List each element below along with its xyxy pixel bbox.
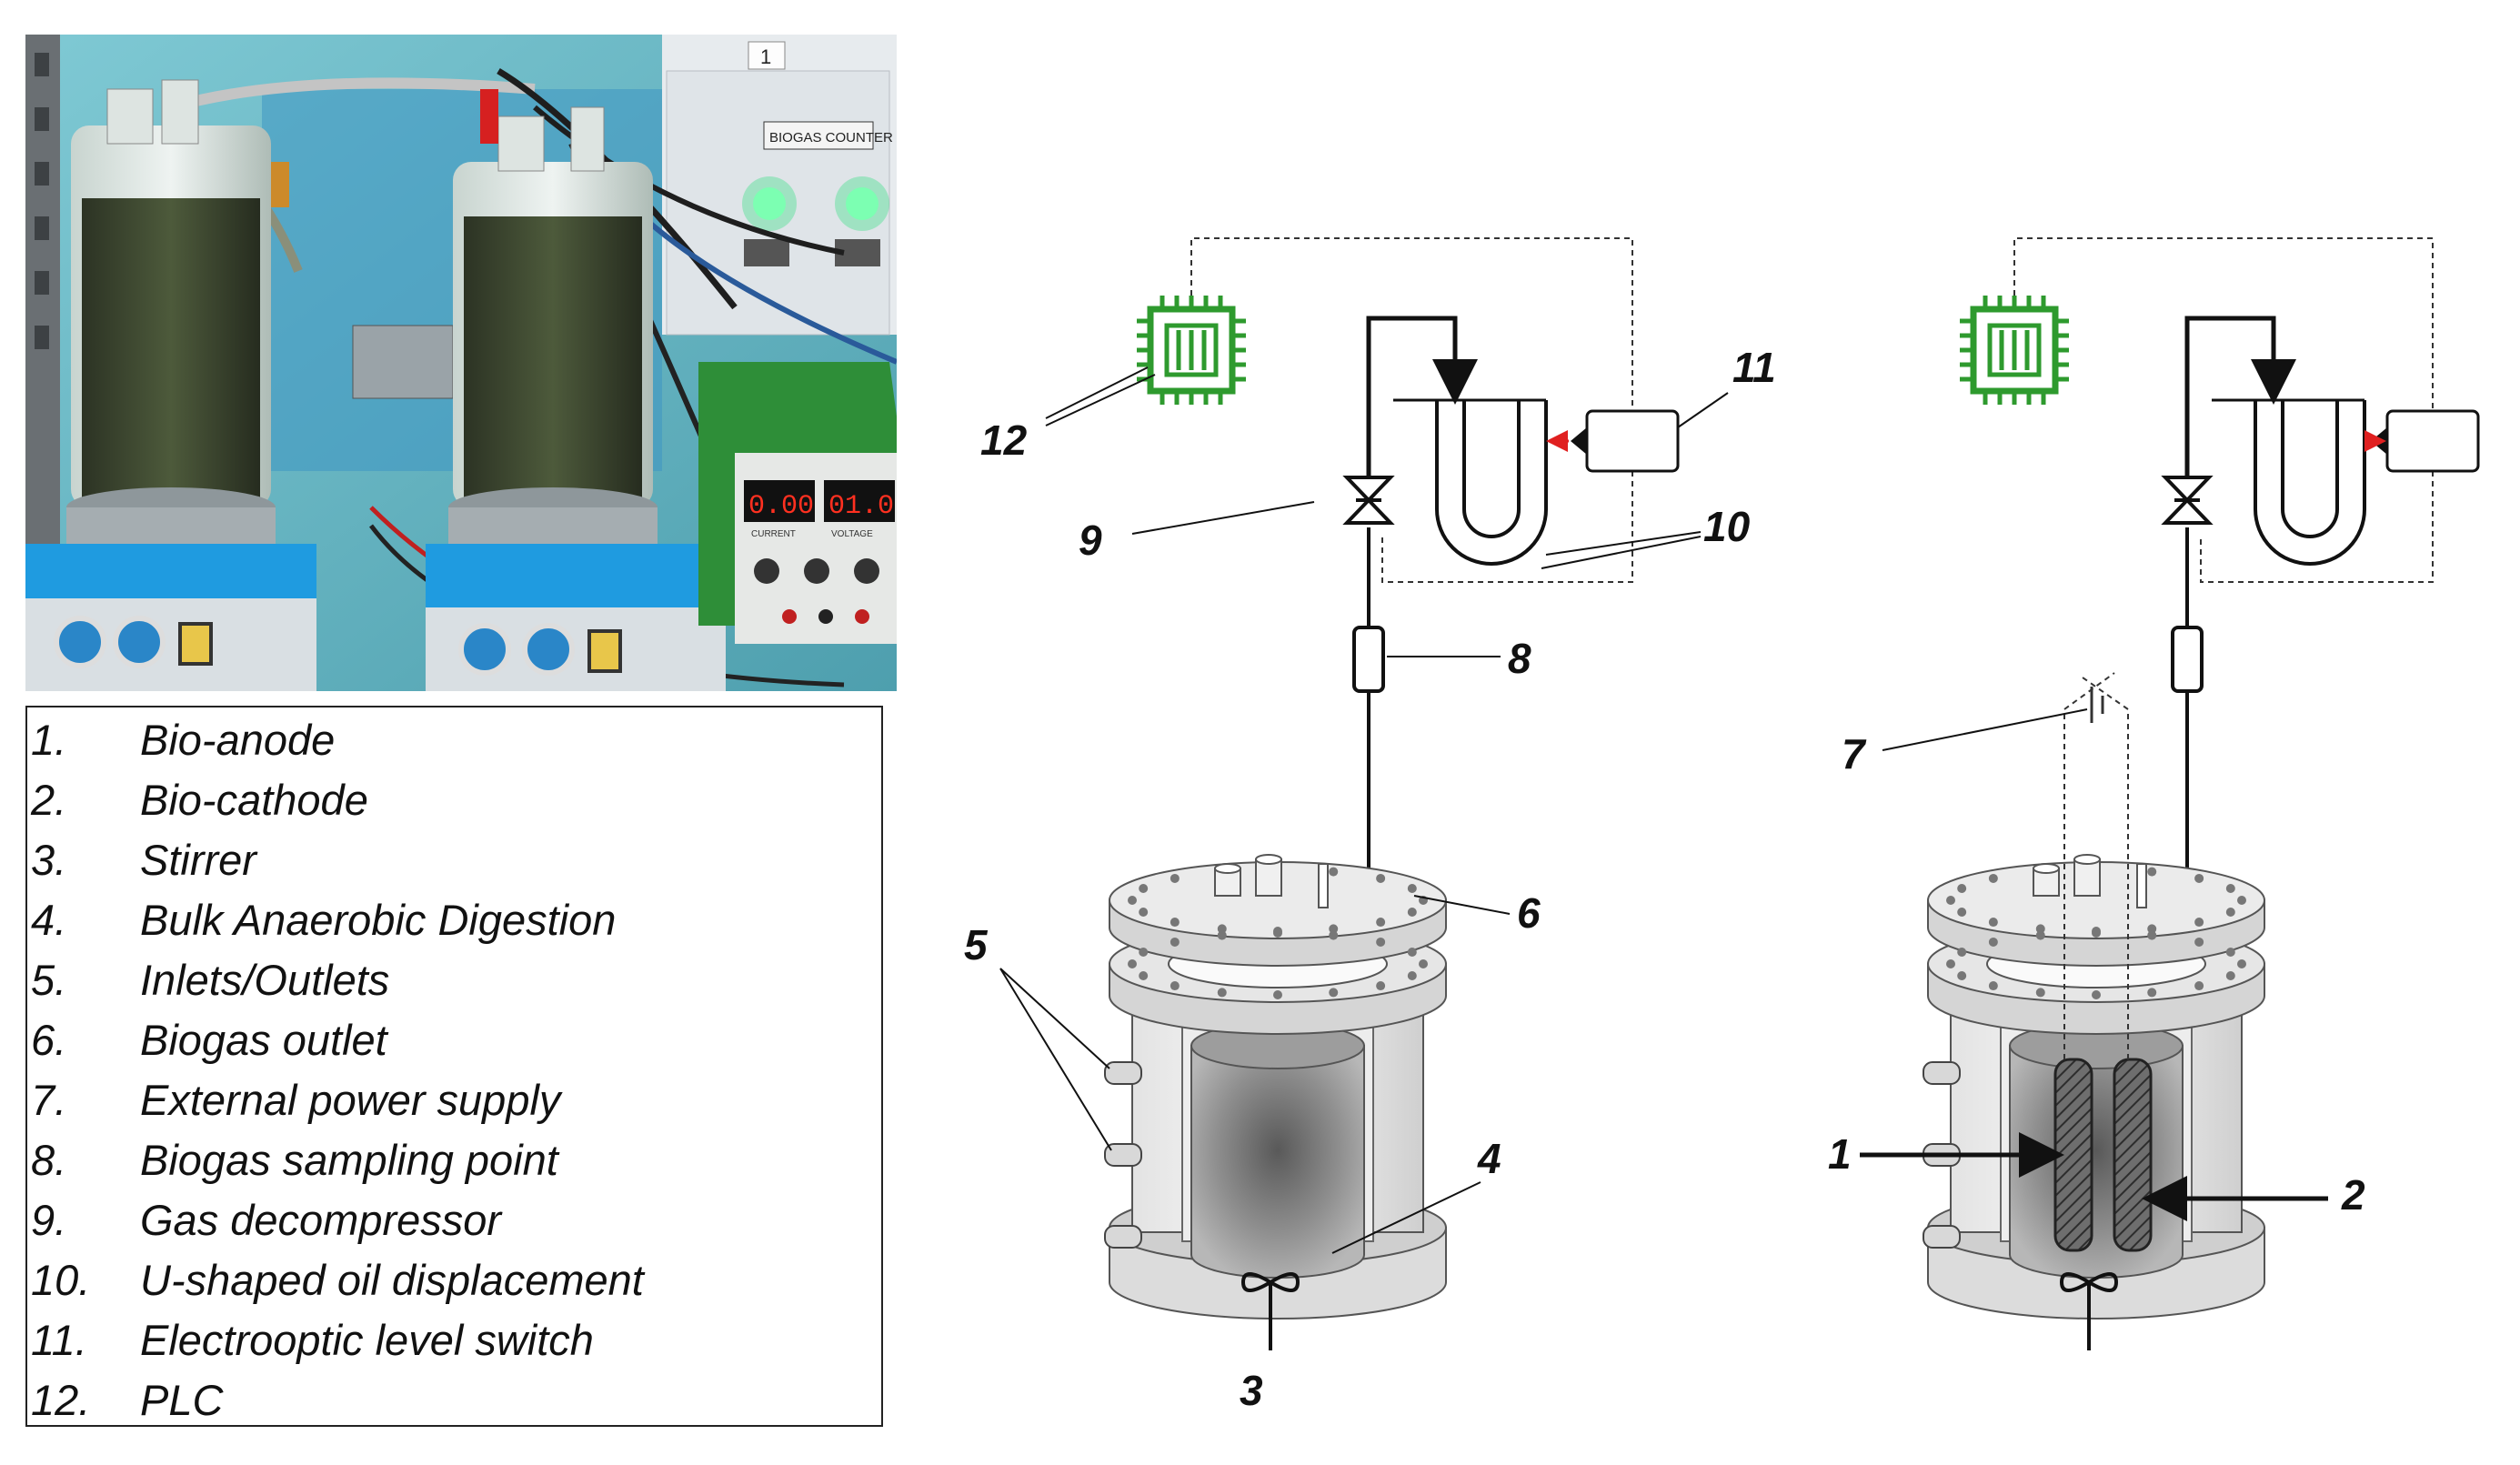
callout-number: 9 xyxy=(1079,517,1102,564)
inlet-outlet-port xyxy=(1104,1061,1142,1085)
legend-item-number: 7. xyxy=(31,1076,67,1124)
conventional-reactor-schematic xyxy=(1104,237,1680,1350)
callout-leader-line xyxy=(1882,708,2088,751)
lab-setup-photo: 1 BIOGAS COUNTER 0.00 01.0 CURRENT xyxy=(25,35,897,691)
callout-number: 5 xyxy=(964,921,989,968)
sampling-port xyxy=(1352,626,1385,693)
callout-number: 11 xyxy=(1732,344,1776,391)
voltage-display: 01.0 xyxy=(828,491,894,522)
legend-item-number: 6. xyxy=(31,1016,67,1064)
plc-chip-icon xyxy=(1960,296,2069,405)
legend-item-number: 10. xyxy=(31,1256,91,1304)
bulk-digestion-volume xyxy=(2009,1045,2184,1279)
reactor-vessel xyxy=(1104,854,1447,1350)
legend-item-label: U-shaped oil displacement xyxy=(140,1256,644,1304)
legend-item-label: Gas decompressor xyxy=(140,1196,502,1244)
callout-leader-line xyxy=(1131,501,1315,535)
legend-item-label: Electrooptic level switch xyxy=(140,1316,594,1364)
callout-number: 7 xyxy=(1842,730,1867,778)
voltage-caption: VOLTAGE xyxy=(831,529,873,539)
biogas-outlet xyxy=(2136,863,2147,908)
reactor-vessel xyxy=(1923,854,2265,1350)
callout-leader-line xyxy=(1541,536,1702,569)
counter-number: 1 xyxy=(760,45,771,68)
legend-item-number: 2. xyxy=(31,776,67,824)
inlet-outlet-port xyxy=(1104,1143,1142,1167)
legend-item-label: Stirrer xyxy=(140,836,256,884)
stirrer-impeller xyxy=(2059,1272,2119,1292)
control-wiring xyxy=(1190,237,1633,583)
callout-leader-line xyxy=(1413,895,1511,915)
legend-item-label: Biogas sampling point xyxy=(140,1136,558,1184)
callout-number: 1 xyxy=(1828,1130,1852,1178)
gas-line xyxy=(2161,316,2480,891)
legend-item-label: External power supply xyxy=(140,1076,561,1124)
u-tube xyxy=(1435,400,1548,566)
current-caption: CURRENT xyxy=(751,529,796,539)
legend-item-label: Bio-cathode xyxy=(140,776,368,824)
callout-leader-line xyxy=(999,968,1112,1151)
bio-anode xyxy=(2053,1058,2093,1252)
callout-number: 4 xyxy=(1477,1135,1501,1182)
inlet-outlet-port xyxy=(1923,1061,1961,1085)
counter-label: BIOGAS COUNTER xyxy=(769,130,893,145)
legend-item-number: 5. xyxy=(31,956,67,1004)
inlet-outlet-port xyxy=(1923,1225,1961,1249)
callout-number: 10 xyxy=(1703,503,1751,550)
legend-item-number: 8. xyxy=(31,1136,67,1184)
legend-box: 1. Bio-anode 2. Bio-cathode 3. Stirrer 4. Bulk … xyxy=(25,706,883,1427)
level-switch-box xyxy=(2385,409,2480,473)
stirrer-impeller xyxy=(1240,1272,1300,1292)
legend-item-label: Bulk Anaerobic Digestion xyxy=(140,896,617,944)
sampling-port xyxy=(2171,626,2204,693)
callout-number: 6 xyxy=(1517,889,1541,937)
gas-line xyxy=(1342,316,1680,891)
callout-number: 8 xyxy=(1508,635,1531,682)
u-tube xyxy=(2254,400,2366,566)
callout-leader-line xyxy=(999,968,1110,1069)
callout-number: 12 xyxy=(980,416,1028,464)
callout-leader-line xyxy=(1331,1181,1481,1254)
legend-item-label: Bio-anode xyxy=(140,716,336,764)
callout-leader-line xyxy=(1045,374,1156,426)
callout-leader-line xyxy=(1677,392,1729,428)
level-switch-box xyxy=(1585,409,1680,473)
legend-item-number: 4. xyxy=(31,896,67,944)
legend-item-label: Biogas outlet xyxy=(140,1016,387,1064)
current-display: 0.00 xyxy=(748,491,814,522)
callout-leader-line xyxy=(1545,531,1702,556)
callout-number: 2 xyxy=(2341,1171,2365,1219)
bulk-digestion-volume xyxy=(1190,1045,1365,1279)
legend-item-number: 12. xyxy=(31,1376,91,1424)
callout-number: 3 xyxy=(1240,1367,1263,1414)
electro-reactor-schematic xyxy=(1923,237,2480,1350)
control-wiring xyxy=(2013,237,2434,583)
bio-cathode xyxy=(2113,1058,2153,1252)
legend-item-number: 3. xyxy=(31,836,67,884)
inlet-outlet-port xyxy=(1104,1225,1142,1249)
legend-item-label: PLC xyxy=(140,1376,224,1424)
legend-item-number: 11. xyxy=(31,1316,87,1364)
legend-item-number: 9. xyxy=(31,1196,67,1244)
legend-item-label: Inlets/Outlets xyxy=(140,956,390,1004)
legend-item-number: 1. xyxy=(31,716,67,764)
biogas-outlet xyxy=(1318,863,1329,908)
external-power-supply xyxy=(2063,672,2129,1059)
plc-chip-icon xyxy=(1137,296,1246,405)
callout-leader-line xyxy=(1045,366,1149,419)
